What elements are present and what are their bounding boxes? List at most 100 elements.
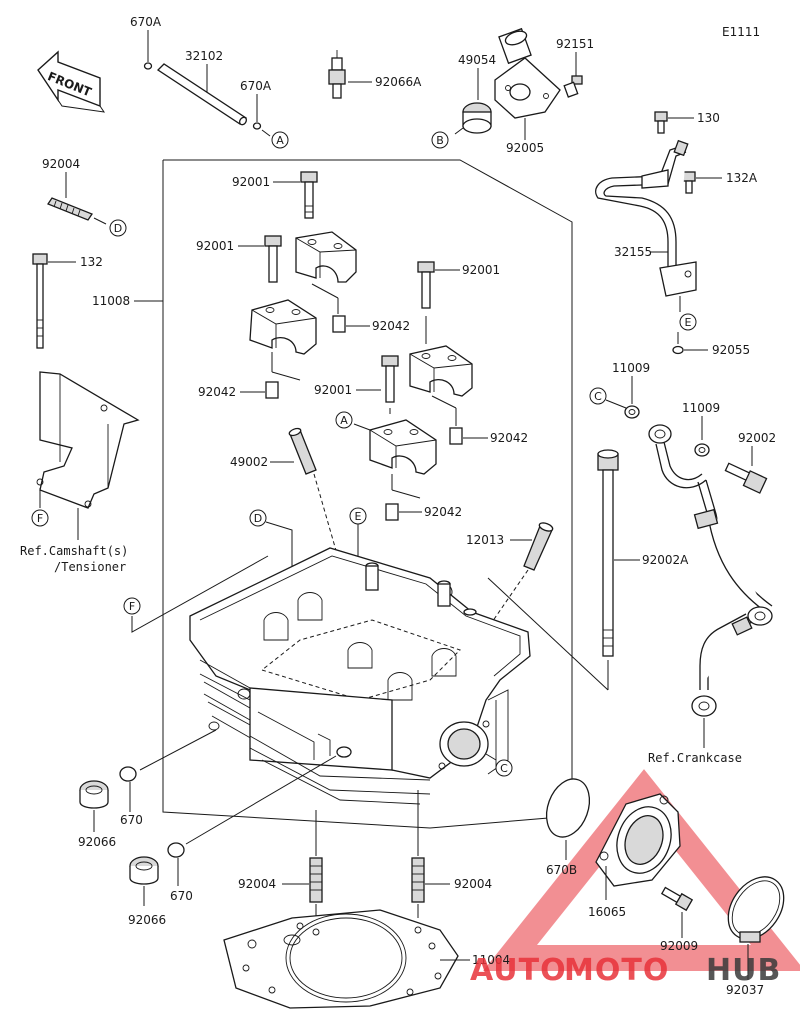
- bolt-92001-top: [300, 171, 318, 219]
- bolt-132: [32, 253, 48, 349]
- svg-text:A: A: [276, 134, 284, 147]
- label-132: 132: [80, 255, 103, 269]
- svg-text:C: C: [594, 390, 602, 403]
- label-92001-c: 92001: [462, 263, 500, 277]
- oring-670-a: [119, 766, 137, 782]
- thermostat-cover-92005: [494, 27, 561, 119]
- bolt-92001-d: [381, 355, 399, 403]
- label-92005: 92005: [506, 141, 544, 155]
- label-92066A: 92066A: [375, 75, 422, 89]
- svg-text:E: E: [685, 316, 692, 329]
- dowel-92042-b: [265, 381, 279, 399]
- svg-text:F: F: [37, 512, 43, 525]
- label-132A: 132A: [726, 171, 758, 185]
- label-11008: 11008: [92, 294, 130, 308]
- callout-C-block: C: [495, 759, 513, 777]
- oring-670-b: [167, 842, 185, 858]
- label-92001-d: 92001: [314, 383, 352, 397]
- bolt-92151: [563, 75, 583, 98]
- intake-pipe-16065: [595, 793, 681, 887]
- watermark-triangle-icon: [483, 769, 800, 971]
- stud-92004-bottom-right: [411, 857, 425, 903]
- callout-F-block: F: [123, 597, 141, 615]
- label-92004-l2: 92004: [238, 877, 276, 891]
- svg-text:C: C: [500, 762, 508, 775]
- callout-D-left: D: [109, 219, 127, 237]
- label-92151: 92151: [556, 37, 594, 51]
- label-11004: 11004: [472, 953, 510, 967]
- label-670-a: 670: [120, 813, 143, 827]
- label-670-b: 670: [170, 889, 193, 903]
- label-92055: 92055: [712, 343, 750, 357]
- front-arrow-icon: FRONT: [37, 50, 106, 113]
- callout-B-top: B: [431, 131, 449, 149]
- plug-92066-b: [129, 856, 159, 885]
- label-92009: 92009: [660, 939, 698, 953]
- ref-crankcase: Ref.Crankcase: [648, 751, 742, 765]
- stud-92004-left: [47, 197, 93, 221]
- oring-670A-mid: [252, 122, 262, 130]
- label-11009-b: 11009: [682, 401, 720, 415]
- temp-sensor-92066A: [328, 50, 346, 99]
- stud-92004-bottom-left: [309, 857, 323, 903]
- camshaft-bracket: [36, 371, 140, 509]
- label-670B: 670B: [546, 863, 577, 877]
- oil-pipe-32102: [156, 63, 248, 126]
- oring-670A-top: [143, 62, 153, 70]
- diagram-code: E1111: [722, 25, 760, 39]
- svg-text:F: F: [129, 600, 135, 613]
- label-32155: 32155: [614, 245, 652, 259]
- watermark-moto: MOTO: [564, 953, 669, 988]
- label-92004-r2: 92004: [454, 877, 492, 891]
- dowel-92042-d: [385, 503, 399, 521]
- watermark-wordmark: AUTO MOTO HUB: [470, 953, 781, 988]
- cylinder-head: [189, 547, 531, 805]
- callout-E-right: E: [679, 313, 697, 331]
- label-32102: 32102: [185, 49, 223, 63]
- label-130: 130: [697, 111, 720, 125]
- bolt-92009: [660, 886, 694, 912]
- water-pipe-32155: [595, 139, 697, 297]
- svg-text:A: A: [340, 414, 348, 427]
- label-12013: 12013: [466, 533, 504, 547]
- valve-guide-49002: [288, 427, 317, 475]
- plug-92066-a: [79, 780, 109, 809]
- label-92001-a: 92001: [232, 175, 270, 189]
- washer-11009-a: [624, 405, 640, 419]
- label-92002A: 92002A: [642, 553, 689, 567]
- label-92042-d: 92042: [424, 505, 462, 519]
- head-gasket-11004: [223, 909, 459, 1009]
- callout-A-mid: A: [335, 411, 353, 429]
- watermark-logo: [483, 769, 800, 971]
- washer-11009-b: [694, 443, 710, 457]
- thermostat-49054: [462, 102, 492, 134]
- banjo-bolt-92002: [724, 462, 768, 494]
- ref-camshaft-line2: /Tensioner: [54, 560, 126, 574]
- bolt-92002A: [597, 449, 619, 657]
- label-49002: 49002: [230, 455, 268, 469]
- oil-pipe-assembly: [648, 424, 773, 717]
- bolt-92001-b: [264, 235, 282, 283]
- callout-A-top: A: [271, 131, 289, 149]
- label-92002: 92002: [738, 431, 776, 445]
- guide-12013: [523, 522, 554, 571]
- label-16065: 16065: [588, 905, 626, 919]
- dowel-92042-c: [449, 427, 463, 445]
- bolt-92001-c: [417, 261, 435, 309]
- dowel-92042-a: [332, 315, 346, 333]
- label-11009-a: 11009: [612, 361, 650, 375]
- label-670A-top: 670A: [130, 15, 162, 29]
- camshaft-cap-1: [295, 231, 357, 283]
- label-92066-a: 92066: [78, 835, 116, 849]
- callout-E-block: E: [349, 507, 367, 525]
- label-92004-left: 92004: [42, 157, 80, 171]
- callout-F-left: F: [31, 509, 49, 527]
- bolt-130: [654, 111, 668, 134]
- watermark-hub: HUB: [706, 953, 781, 988]
- label-92066-b: 92066: [128, 913, 166, 927]
- label-49054: 49054: [458, 53, 496, 67]
- watermark-auto: AUTO: [470, 953, 567, 988]
- callout-D-block: D: [249, 509, 267, 527]
